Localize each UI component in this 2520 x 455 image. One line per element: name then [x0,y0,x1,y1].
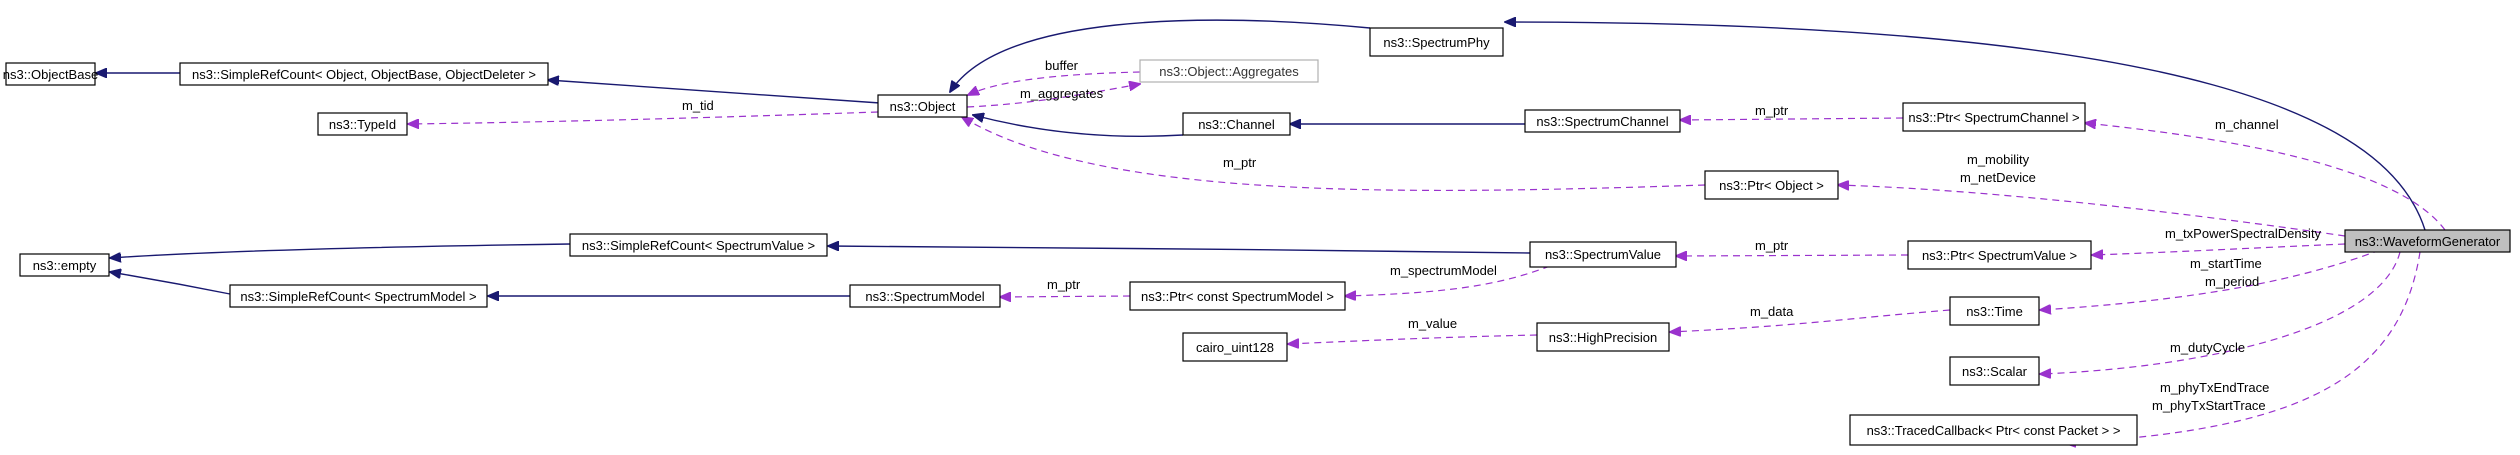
edges [96,19,2446,443]
edge-label-m-ptr-object: m_ptr [1223,155,1257,170]
node-object-aggregates[interactable]: ns3::Object::Aggregates [1139,59,1319,83]
edge-ptrchannel-mptr [1680,118,1904,120]
edge-wg-dutycycle [2040,251,2401,374]
node-channel-label: ns3::Channel [1198,117,1275,132]
node-simplerefcount-spectrummodel[interactable]: ns3::SimpleRefCount< SpectrumModel > [229,284,488,308]
edge-aggregates-buffer [968,71,1141,95]
node-simplerefcount-spectrummodel-label: ns3::SimpleRefCount< SpectrumModel > [240,289,476,304]
node-typeid[interactable]: ns3::TypeId [317,112,408,136]
edge-spectrummodel-refcount-to-empty [110,272,231,295]
edge-label-m-starttime: m_startTime [2190,256,2262,271]
node-objectbase-label: ns3::ObjectBase [3,67,98,82]
edge-wg-traces [2065,251,2421,443]
edge-spectrumvalue-refcount-to-empty [110,243,571,258]
edge-label-m-phytxstarttrace: m_phyTxStartTrace [2152,398,2266,413]
node-simplerefcount-spectrumvalue-label: ns3::SimpleRefCount< SpectrumValue > [582,238,815,253]
edge-ptrobject-mptr [962,117,1706,192]
edge-labels: buffer m_aggregates m_tid m_ptr m_channe… [682,58,2322,413]
edge-wg-mobility [1838,185,2346,237]
node-simplerefcount-object[interactable]: ns3::SimpleRefCount< Object, ObjectBase,… [179,62,549,86]
edge-object-to-simplerefcount-object [548,80,881,104]
edge-channel-to-object [973,115,1184,137]
edge-label-m-netdevice: m_netDevice [1960,170,2036,185]
edge-label-m-txpsd: m_txPowerSpectralDensity [2165,226,2322,241]
edge-label-m-ptr-value: m_ptr [1755,238,1789,253]
edge-label-m-mobility: m_mobility [1967,152,2030,167]
edge-spectrumvalue-model [1345,265,1551,296]
node-tracedcallback-label: ns3::TracedCallback< Ptr< const Packet >… [1867,423,2121,438]
node-empty-label: ns3::empty [33,258,97,273]
edge-spectrumvalue-to-refcount [828,246,1531,254]
node-time-label: ns3::Time [1966,304,2023,319]
node-objectbase[interactable]: ns3::ObjectBase [3,62,98,86]
edge-label-m-tid: m_tid [682,98,714,113]
node-cairo-uint128-label: cairo_uint128 [1196,340,1274,355]
node-spectrummodel-label: ns3::SpectrumModel [865,289,984,304]
node-typeid-label: ns3::TypeId [329,117,396,132]
node-ptr-object[interactable]: ns3::Ptr< Object > [1704,170,1839,200]
edge-label-m-period: m_period [2205,274,2259,289]
edge-ptrmodel-mptr [1000,296,1131,297]
node-highprecision-label: ns3::HighPrecision [1549,330,1657,345]
node-spectrumchannel[interactable]: ns3::SpectrumChannel [1524,109,1681,133]
node-spectrumvalue[interactable]: ns3::SpectrumValue [1529,241,1677,268]
edge-spectrumphy-to-object [950,19,1371,92]
node-object-aggregates-label: ns3::Object::Aggregates [1159,64,1299,79]
edge-wg-time [2040,249,2381,310]
edge-wg-txpsd [2092,243,2346,255]
node-scalar[interactable]: ns3::Scalar [1949,356,2040,386]
node-empty[interactable]: ns3::empty [19,253,110,277]
node-spectrumphy[interactable]: ns3::SpectrumPhy [1369,27,1504,57]
edge-object-aggregates [966,84,1140,108]
node-object-label: ns3::Object [890,99,956,114]
edge-waveformgenerator-to-spectrumphy [1505,22,2426,231]
node-ptr-spectrumvalue-label: ns3::Ptr< SpectrumValue > [1922,248,2077,263]
edge-label-m-channel: m_channel [2215,117,2279,132]
edge-label-m-aggregates: m_aggregates [1020,86,1104,101]
edge-typeid-tid [408,111,879,124]
node-spectrumchannel-label: ns3::SpectrumChannel [1536,114,1668,129]
node-spectrumphy-label: ns3::SpectrumPhy [1383,35,1490,50]
edge-label-m-ptr-channel: m_ptr [1755,103,1789,118]
node-waveformgenerator-label: ns3::WaveformGenerator [2355,234,2501,249]
edge-label-buffer: buffer [1045,58,1079,73]
node-tracedcallback[interactable]: ns3::TracedCallback< Ptr< const Packet >… [1849,414,2138,446]
node-cairo-uint128[interactable]: cairo_uint128 [1182,332,1288,362]
edge-highprecision-value [1288,334,1538,344]
edge-wg-mchannel [2085,123,2446,231]
node-simplerefcount-spectrumvalue[interactable]: ns3::SimpleRefCount< SpectrumValue > [569,233,828,257]
node-spectrummodel[interactable]: ns3::SpectrumModel [849,284,1001,308]
node-object[interactable]: ns3::Object [877,94,968,118]
edge-label-m-spectrummodel: m_spectrumModel [1390,263,1497,278]
edge-label-m-phytxendtrace: m_phyTxEndTrace [2160,380,2269,395]
node-waveformgenerator[interactable]: ns3::WaveformGenerator [2344,229,2511,253]
nodes: ns3::ObjectBase ns3::SimpleRefCount< Obj… [3,27,2511,446]
node-ptr-spectrumvalue[interactable]: ns3::Ptr< SpectrumValue > [1907,240,2092,270]
edge-label-m-value: m_value [1408,316,1457,331]
node-scalar-label: ns3::Scalar [1962,364,2028,379]
node-ptr-spectrumchannel-label: ns3::Ptr< SpectrumChannel > [1908,110,2079,125]
node-channel[interactable]: ns3::Channel [1182,112,1291,136]
node-ptr-const-spectrummodel-label: ns3::Ptr< const SpectrumModel > [1141,289,1334,304]
node-spectrumvalue-label: ns3::SpectrumValue [1545,247,1661,262]
edge-time-data [1670,309,1951,332]
node-ptr-spectrumchannel[interactable]: ns3::Ptr< SpectrumChannel > [1902,102,2086,132]
edge-label-m-data: m_data [1750,304,1794,319]
edge-label-m-ptr-model: m_ptr [1047,277,1081,292]
node-highprecision[interactable]: ns3::HighPrecision [1536,322,1670,352]
node-ptr-const-spectrummodel[interactable]: ns3::Ptr< const SpectrumModel > [1129,281,1346,311]
node-simplerefcount-object-label: ns3::SimpleRefCount< Object, ObjectBase,… [192,67,536,82]
edge-ptrvalue-mptr [1676,255,1909,256]
node-time[interactable]: ns3::Time [1949,296,2040,326]
edge-label-m-dutycycle: m_dutyCycle [2170,340,2245,355]
node-ptr-object-label: ns3::Ptr< Object > [1719,178,1824,193]
